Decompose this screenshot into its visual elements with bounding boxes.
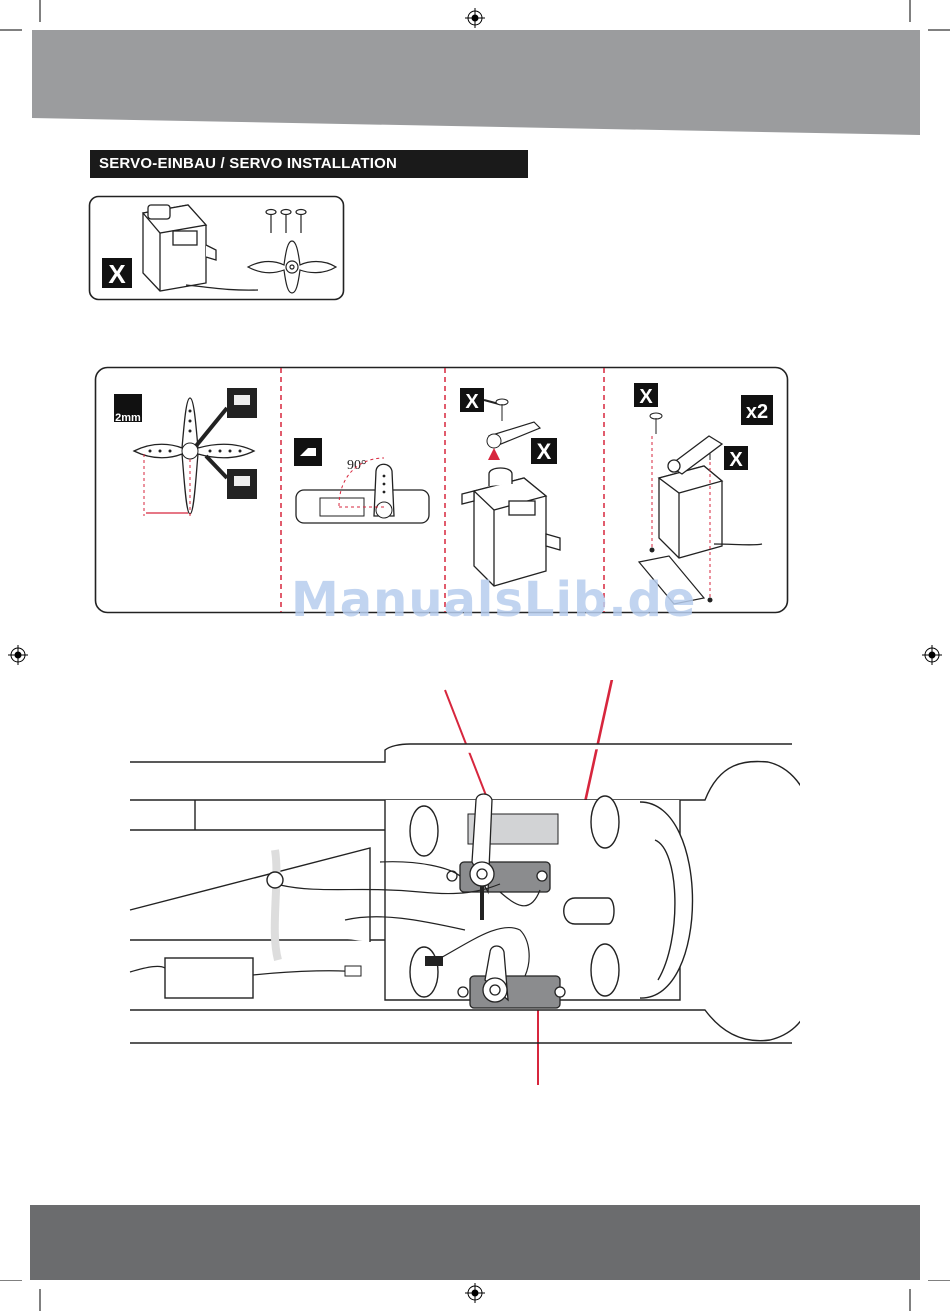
esc-box xyxy=(165,958,253,998)
step4-marker-b: X xyxy=(729,449,743,471)
connector xyxy=(345,966,361,976)
registration-mark-right xyxy=(922,645,942,665)
step4-count: x2 xyxy=(746,401,768,423)
step3-marker-a: X xyxy=(465,391,479,413)
step3-marker-b: X xyxy=(537,439,552,464)
connector xyxy=(425,956,443,966)
fuselage-installation-drawing xyxy=(120,680,800,1100)
footer-band xyxy=(30,1205,920,1280)
hole-distance-label: 2mm xyxy=(115,412,141,424)
registration-mark-top xyxy=(465,8,485,28)
grommet xyxy=(267,872,283,888)
parts-box: X xyxy=(88,195,346,303)
section-title: SERVO-EINBAU / SERVO INSTALLATION xyxy=(90,150,528,178)
angle-label: 90° xyxy=(347,458,367,473)
registration-mark-left xyxy=(8,645,28,665)
crop-marks-bottom xyxy=(0,1280,950,1311)
step4-marker-a: X xyxy=(639,386,653,408)
watermark: ManualsLib.de xyxy=(291,572,696,628)
quantity-marker: X xyxy=(108,259,126,289)
